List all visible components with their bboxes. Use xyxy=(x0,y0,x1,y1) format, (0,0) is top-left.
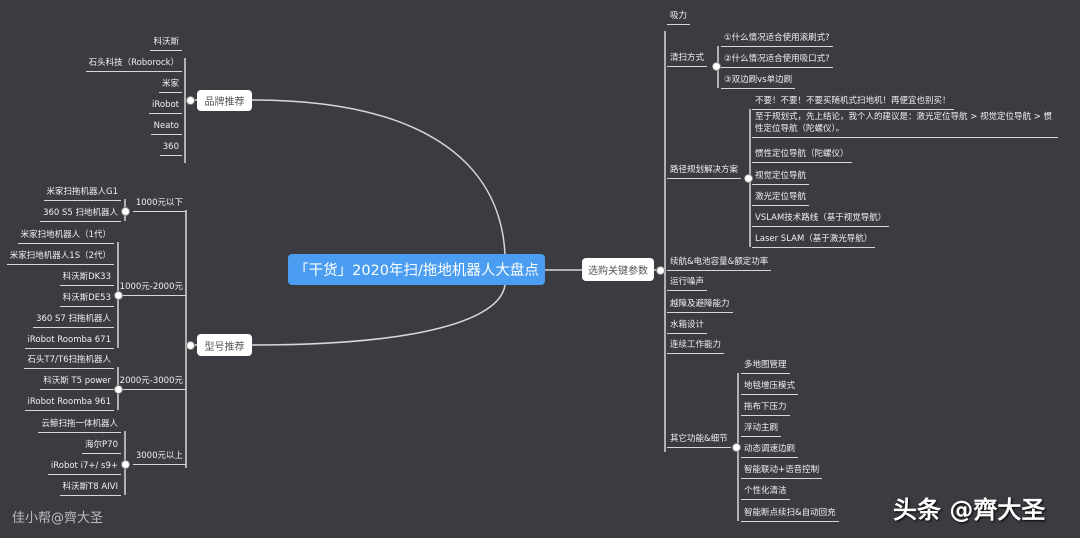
param-subitem[interactable]: 个性化清洁 xyxy=(741,485,790,500)
brand-item[interactable]: 米家 xyxy=(158,78,182,93)
brand-recommend-node[interactable]: 品牌推荐 xyxy=(197,90,252,111)
param-subitem[interactable]: ②什么情况适合使用吸口式? xyxy=(721,53,833,68)
brand-item[interactable]: 360 xyxy=(159,141,182,156)
collapse-toggle[interactable] xyxy=(186,96,195,105)
model-recommend-node[interactable]: 型号推荐 xyxy=(197,334,252,356)
price-group[interactable]: 1000元以下 xyxy=(132,197,186,212)
model-item[interactable]: 米家扫地机器人1S（2代） xyxy=(6,250,114,265)
collapse-toggle[interactable] xyxy=(114,291,123,300)
price-group[interactable]: 1000元-2000元 xyxy=(116,281,186,296)
curve-brand xyxy=(251,99,506,255)
param-subitem[interactable]: VSLAM技术路线（基于视觉导航） xyxy=(752,212,890,227)
model-item[interactable]: 米家扫拖机器人G1 xyxy=(43,186,121,201)
model-item[interactable]: 360 S7 扫拖机器人 xyxy=(33,313,114,328)
collapse-toggle[interactable] xyxy=(744,174,753,183)
collapse-toggle[interactable] xyxy=(121,207,130,216)
brand-item[interactable]: Neato xyxy=(150,120,182,135)
collapse-toggle[interactable] xyxy=(121,460,130,469)
key-params-node[interactable]: 选购关键参数 xyxy=(582,258,654,281)
param-item[interactable]: 清扫方式 xyxy=(667,52,708,67)
model-item[interactable]: iRobot i7+/ s9+ xyxy=(47,460,121,475)
model-item[interactable]: 石头T7/T6扫拖机器人 xyxy=(24,354,114,369)
param-subitem[interactable]: 浮动主刷 xyxy=(741,422,782,437)
param-item[interactable]: 续航&电池容量&额定功率 xyxy=(667,256,772,271)
param-item[interactable]: 越障及避障能力 xyxy=(667,298,733,313)
model-item[interactable]: 360 S5 扫地机器人 xyxy=(40,207,121,222)
model-item[interactable]: 科沃斯DK33 xyxy=(59,271,114,286)
watermark-right: 头条 @齊大圣 xyxy=(893,496,1046,524)
watermark-left: 佳小帮@齊大圣 xyxy=(12,511,104,526)
price-group[interactable]: 3000元以上 xyxy=(132,450,186,465)
param-subitem[interactable]: 激光定位导航 xyxy=(752,191,810,206)
model-item[interactable]: 海尔P70 xyxy=(82,439,121,454)
collapse-toggle[interactable] xyxy=(656,266,665,275)
brand-item[interactable]: 石头科技（Roborock） xyxy=(85,57,182,72)
param-subitem[interactable]: 地毯增压模式 xyxy=(741,380,799,395)
collapse-toggle[interactable] xyxy=(114,385,123,394)
central-topic[interactable]: 「干货」2020年扫/拖地机器人大盘点 xyxy=(288,254,545,285)
param-subitem[interactable]: 至于规划式，先上结论，我个人的建议是：激光定位导航 > 视觉定位导航 > 惯性定… xyxy=(752,111,1058,138)
param-item[interactable]: 吸力 xyxy=(667,10,691,25)
param-item[interactable]: 运行噪声 xyxy=(667,276,708,291)
model-item[interactable]: 米家扫地机器人（1代） xyxy=(17,229,114,244)
collapse-toggle[interactable] xyxy=(186,341,195,350)
model-item[interactable]: 科沃斯DE53 xyxy=(59,292,114,307)
param-subitem[interactable]: ③双边刷vs单边刷 xyxy=(721,74,796,89)
collapse-toggle[interactable] xyxy=(732,443,741,452)
param-subitem[interactable]: Laser SLAM（基于激光导航） xyxy=(752,233,876,248)
param-subitem[interactable]: 智能断点续扫&自动回充 xyxy=(741,507,839,522)
param-subitem[interactable]: 智能联动+语音控制 xyxy=(741,464,823,479)
param-item[interactable]: 连续工作能力 xyxy=(667,339,725,354)
param-subitem[interactable]: 不要！不要！不要买随机式扫地机！再便宜也别买！ xyxy=(752,95,954,110)
param-item[interactable]: 路径规划解决方案 xyxy=(667,164,742,179)
param-item[interactable]: 水箱设计 xyxy=(667,319,708,334)
brand-item[interactable]: 科沃斯 xyxy=(150,36,182,51)
curve-models xyxy=(251,284,506,346)
param-subitem[interactable]: 惯性定位导航（陀螺仪） xyxy=(752,148,852,163)
model-item[interactable]: 科沃斯 T5 power xyxy=(40,375,114,390)
param-subitem[interactable]: ①什么情况适合使用滚刷式? xyxy=(721,32,833,47)
model-item[interactable]: iRobot Roomba 961 xyxy=(24,396,114,411)
model-item[interactable]: iRobot Roomba 671 xyxy=(24,334,114,349)
param-subitem[interactable]: 动态调速边刷 xyxy=(741,443,799,458)
price-group[interactable]: 2000元-3000元 xyxy=(116,375,186,390)
param-subitem[interactable]: 多地图管理 xyxy=(741,359,790,374)
collapse-toggle[interactable] xyxy=(712,62,721,71)
model-item[interactable]: 科沃斯T8 AIVI xyxy=(59,481,121,496)
param-item[interactable]: 其它功能&细节 xyxy=(667,433,731,448)
param-subitem[interactable]: 拖布下压力 xyxy=(741,401,790,416)
param-subitem[interactable]: 视觉定位导航 xyxy=(752,170,810,185)
brand-item[interactable]: iRobot xyxy=(148,99,182,114)
model-item[interactable]: 云鲸扫拖一体机器人 xyxy=(38,418,121,433)
